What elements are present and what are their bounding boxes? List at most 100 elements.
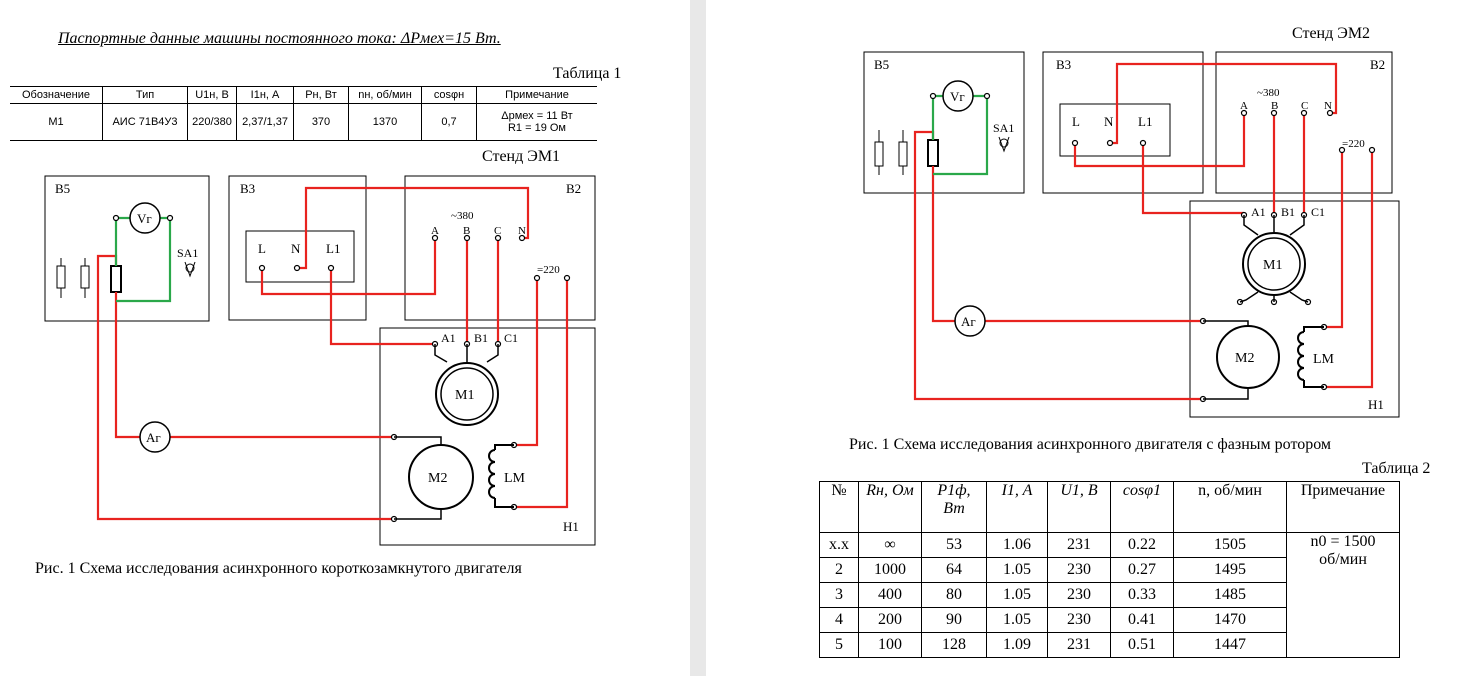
svg-text:Aг: Aг (146, 430, 161, 445)
table-cell: 1.05 (986, 582, 1048, 608)
table-cell: 1495 (1173, 557, 1287, 583)
table-cell: 1.06 (986, 532, 1048, 558)
block-b3 (228, 175, 367, 321)
svg-text:Aг: Aг (961, 314, 976, 329)
coil-label: LM (504, 471, 526, 486)
terminal-label: L1 (1138, 114, 1152, 129)
table1-label: Таблица 1 (553, 65, 622, 82)
table-cell: 370 (293, 103, 349, 141)
table-cell: 128 (921, 632, 987, 658)
block-label: В5 (874, 57, 889, 72)
block-label: Н1 (1368, 397, 1384, 412)
svg-text:Vг: Vг (137, 211, 152, 226)
table-header: P1ф, Вт (921, 481, 987, 533)
table-header: nн, об/мин (348, 86, 422, 104)
terminal-label: N (291, 241, 301, 256)
voltmeter-em2: Vг (942, 80, 974, 112)
terminal-label: A1 (1251, 205, 1266, 219)
switch-label: SA1 (993, 121, 1014, 135)
table-cell: 0.51 (1110, 632, 1174, 658)
table-header: I1, A (986, 481, 1048, 533)
block-b2 (404, 175, 596, 321)
table-cell: М1 (10, 103, 103, 141)
terminal-label: A (1240, 100, 1248, 112)
voltage-label: ~380 (451, 210, 474, 222)
table-cell: 0.22 (1110, 532, 1174, 558)
circuit-diagram-em1: В5 В3 В2 Н1 L N L1 A B C N ~380 =220 A1 … (44, 175, 596, 546)
table-cell: 3 (819, 582, 859, 608)
table-header: U1н, В (187, 86, 237, 104)
block-label: В3 (1056, 57, 1071, 72)
table-header: I1н, А (236, 86, 294, 104)
terminal-label: C (1301, 100, 1308, 112)
table-header: Рн, Вт (293, 86, 349, 104)
block-h1 (1189, 200, 1400, 418)
table-header: Примечание (1286, 481, 1400, 533)
table-cell: x.x (819, 532, 859, 558)
table-row: 2 1000 64 1.05 230 0.27 1495 (819, 557, 1400, 583)
table-row: М1 АИС 71В4У3 220/380 2,37/1,37 370 1370… (10, 103, 597, 141)
motor-m1 (434, 344, 499, 426)
ammeter-em2: Aг (954, 305, 986, 337)
block-label: В3 (240, 181, 255, 196)
terminal-label: L (1072, 114, 1080, 129)
table-cell: 80 (921, 582, 987, 608)
switch-sa1-icon (184, 261, 196, 278)
terminal-label: L1 (326, 241, 340, 256)
terminal-label: B (1271, 100, 1278, 112)
terminal-label: C (494, 225, 501, 237)
table-cell: 0.33 (1110, 582, 1174, 608)
table-cell: 1485 (1173, 582, 1287, 608)
switch-label: SA1 (177, 246, 198, 260)
terminal-label: N (1104, 114, 1114, 129)
switch-sa1-icon (998, 136, 1010, 153)
motor-label: M2 (1235, 351, 1254, 366)
table-cell: 0.41 (1110, 607, 1174, 633)
svg-text:Vг: Vг (950, 89, 965, 104)
table-header: cosφ1 (1110, 481, 1174, 533)
table-row: 4 200 90 1.05 230 0.41 1470 (819, 607, 1400, 633)
table-cell: 0,7 (421, 103, 477, 141)
table-cell: 1505 (1173, 532, 1287, 558)
table-cell: 5 (819, 632, 859, 658)
block-b3 (1042, 51, 1204, 194)
table2-label: Таблица 2 (1362, 460, 1431, 477)
table-cell: 400 (858, 582, 922, 608)
table-cell: 231 (1047, 632, 1111, 658)
voltmeter-em1: Vг (129, 202, 161, 234)
table-cell: 1.05 (986, 557, 1048, 583)
block-label: Н1 (563, 519, 579, 534)
table-cell: 100 (858, 632, 922, 658)
table-header: Тип (102, 86, 188, 104)
table-cell: ∞ (858, 532, 922, 558)
table-header: U1, B (1047, 481, 1111, 533)
block-label: В2 (1370, 57, 1385, 72)
coil-lm (1297, 326, 1324, 388)
table-cell: 1470 (1173, 607, 1287, 633)
table-cell: 230 (1047, 557, 1111, 583)
results-table: № Rн, Ом P1ф, Вт I1, A U1, B cosφ1 n, об… (819, 481, 1400, 658)
terminal-label: N (518, 225, 526, 237)
motor-label: M1 (1263, 258, 1282, 273)
voltage-label: =220 (537, 264, 560, 276)
page-gap (690, 0, 706, 676)
table-header: cosφн (421, 86, 477, 104)
table-cell: 2 (819, 557, 859, 583)
table-row: 5 100 128 1.09 231 0.51 1447 (819, 632, 1400, 658)
ammeter-em1: Aг (139, 421, 171, 453)
table-cell: 4 (819, 607, 859, 633)
motor-label: M2 (428, 471, 447, 486)
table-cell: 220/380 (187, 103, 237, 141)
table-header: n, об/мин (1173, 481, 1287, 533)
table-header: № (819, 481, 859, 533)
stand-label-em1: Стенд ЭМ1 (482, 148, 561, 165)
table-header: Примечание (476, 86, 597, 104)
terminal-label: A (431, 225, 439, 237)
stand-label-em2: Стенд ЭМ2 (1292, 25, 1371, 42)
table-cell: 1447 (1173, 632, 1287, 658)
terminal-label: C1 (504, 331, 518, 345)
terminal-label: B (463, 225, 470, 237)
motor-label: M1 (455, 388, 474, 403)
block-b5 (44, 175, 210, 322)
